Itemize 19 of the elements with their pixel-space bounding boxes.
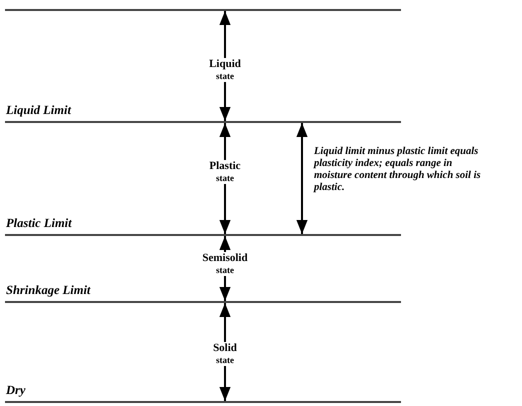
arrow [219,184,231,234]
limit-label: Dry [6,383,26,398]
limit-label: Liquid Limit [6,103,71,118]
boundary-line [5,401,401,403]
arrow [219,123,231,160]
arrow [219,276,231,301]
arrow [219,366,231,401]
arrow [219,82,231,121]
boundary-line [5,234,401,236]
arrow [219,303,231,342]
boundary-line [5,9,401,11]
boundary-line [5,121,401,123]
limit-label: Shrinkage Limit [6,283,90,298]
arrow [219,236,231,252]
boundary-line [5,301,401,303]
limit-label: Plastic Limit [6,216,72,231]
arrow [296,123,308,234]
arrow [219,11,231,58]
note-text: Liquid limit minus plastic limit equals plasticity index; equals range in moisture content through which soil is plastic. [314,146,482,194]
